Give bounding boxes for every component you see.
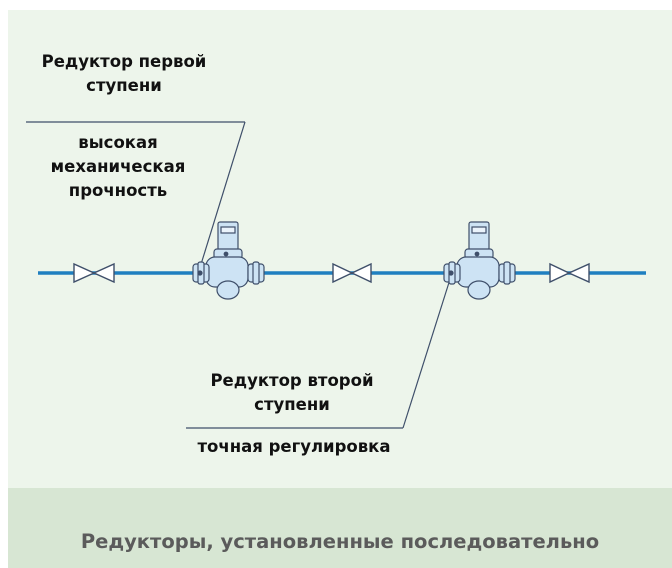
- second-reducer-leader: [186, 272, 453, 429]
- second-reducer-feature: точная регулировка: [176, 435, 412, 459]
- valve-3-icon: [549, 262, 590, 284]
- second-reducer-title-line2: ступени: [254, 395, 330, 414]
- second-reducer-feature-text: точная регулировка: [197, 437, 391, 456]
- second-reducer-title-line1: Редуктор второй: [210, 371, 374, 390]
- first-reducer-feature-line3: прочность: [68, 181, 168, 200]
- first-reducer-title-line2: ступени: [86, 76, 162, 95]
- diagram-panel: [8, 10, 672, 488]
- second-reducer-title: Редуктор второй ступени: [194, 369, 390, 417]
- valve-1-icon: [73, 262, 115, 284]
- first-reducer-title-line1: Редуктор первой: [41, 52, 207, 71]
- first-reducer-feature-line1: высокая: [78, 133, 158, 152]
- first-reducer-leader: [26, 121, 246, 275]
- first-reducer-feature-line2: механическая: [50, 157, 186, 176]
- pressure-reducer-2-icon: [443, 221, 516, 300]
- first-reducer-title: Редуктор первой ступени: [26, 50, 222, 98]
- pressure-reducer-1-icon: [192, 221, 265, 300]
- diagram-caption: Редукторы, установленные последовательно: [80, 530, 600, 553]
- caption-bar: [8, 488, 672, 568]
- valve-2-icon: [332, 262, 372, 284]
- first-reducer-feature: высокая механическая прочность: [28, 131, 208, 203]
